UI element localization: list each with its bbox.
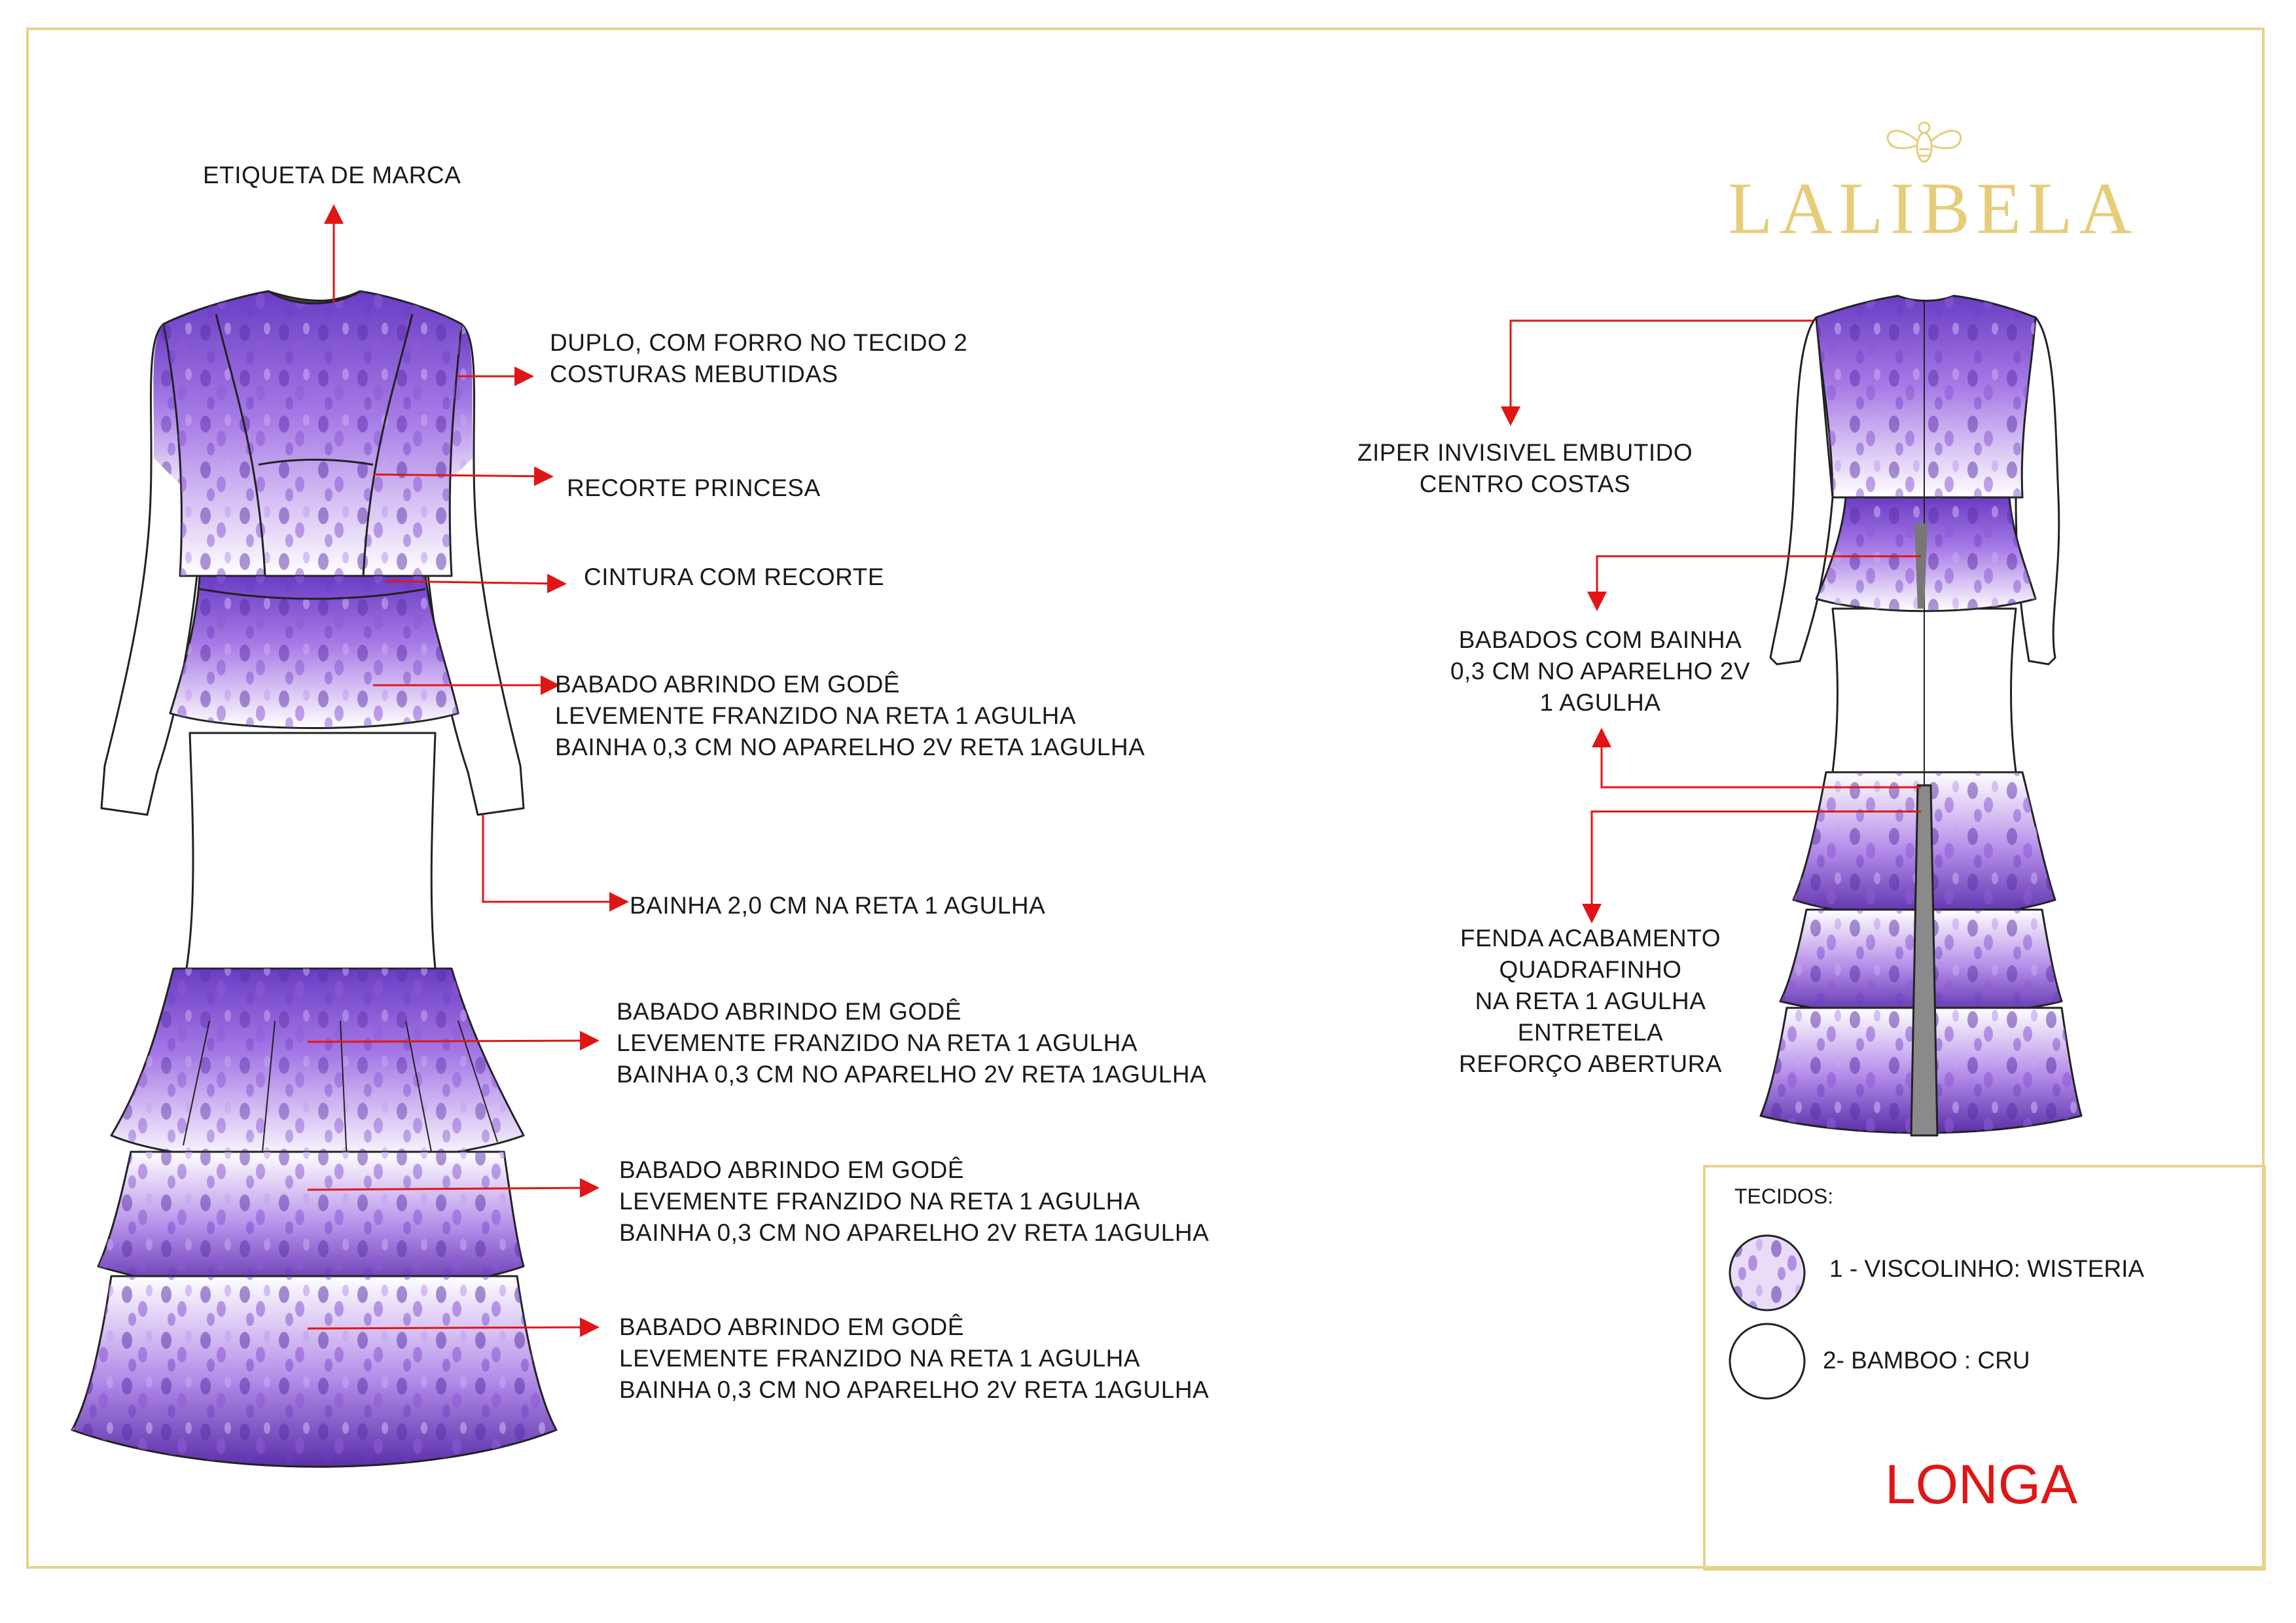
arrow-ruffle-2: [307, 1178, 600, 1198]
ruffle-1-annotation: BABADO ABRINDO EM GODÊ LEVEMENTE FRANZID…: [617, 998, 1207, 1088]
princess-annotation: RECORTE PRINCESA: [567, 474, 821, 501]
arrow-ruffle-1: [307, 1031, 600, 1051]
fabric-swatch-wisteria: [1729, 1234, 1806, 1311]
fabrics-panel: [1703, 1165, 2266, 1571]
brand-name: LALIBELA: [1728, 168, 2139, 249]
peplum-annotation: BABADO ABRINDO EM GODÊ LEVEMENTE FRANZID…: [555, 671, 1145, 760]
page-border: [26, 27, 2265, 1569]
front-dress: [71, 290, 558, 1468]
ruffle-3-annotation: BABADO ABRINDO EM GODÊ LEVEMENTE FRANZID…: [619, 1313, 1210, 1403]
fabric-item-1: 1 - VISCOLINHO: WISTERIA: [1829, 1255, 2145, 1282]
arrow-ruffles-hem-top: [1587, 555, 1921, 611]
arrow-waist: [386, 573, 567, 594]
label-tag-annotation: ETIQUETA DE MARCA: [203, 162, 461, 188]
arrow-slit: [1582, 810, 1921, 923]
zipper-annotation: ZIPER INVISIVEL EMBUTIDO CENTRO COSTAS: [1357, 439, 1693, 497]
ruffle-2-annotation: BABADO ABRINDO EM GODÊ LEVEMENTE FRANZID…: [619, 1156, 1210, 1246]
arrow-zipper: [1501, 319, 1813, 426]
fabrics-title: TECIDOS:: [1734, 1185, 1834, 1208]
fabric-swatch-bamboo: [1729, 1323, 1806, 1400]
arrow-princess: [372, 466, 554, 486]
arrow-sleeve-hem: [482, 815, 629, 912]
fabric-item-2: 2- BAMBOO : CRU: [1823, 1347, 2030, 1374]
bodice-annotation: DUPLO, COM FORRO NO TECIDO 2 COSTURAS ME…: [550, 329, 968, 387]
ruffles-hem-annotation: BABADOS COM BAINHA 0,3 CM NO APARELHO 2V…: [1450, 626, 1751, 716]
front-skirt: [185, 732, 437, 970]
back-slit: [1910, 784, 1939, 1137]
annotation-arrows: [307, 204, 1921, 1338]
model-name: LONGA: [1885, 1454, 2078, 1515]
waist-annotation: CINTURA COM RECORTE: [584, 563, 885, 590]
sleeve-hem-annotation: BAINHA 2,0 CM NA RETA 1 AGULHA: [630, 892, 1046, 919]
arrow-ruffles-hem-bottom: [1592, 728, 1921, 789]
arrow-ruffle-3: [307, 1317, 600, 1338]
back-dress: [1759, 294, 2083, 1137]
bee-logo-icon: [1886, 121, 1962, 163]
slit-annotation: FENDA ACABAMENTO QUADRAFINHO NA RETA 1 A…: [1458, 925, 1723, 1077]
